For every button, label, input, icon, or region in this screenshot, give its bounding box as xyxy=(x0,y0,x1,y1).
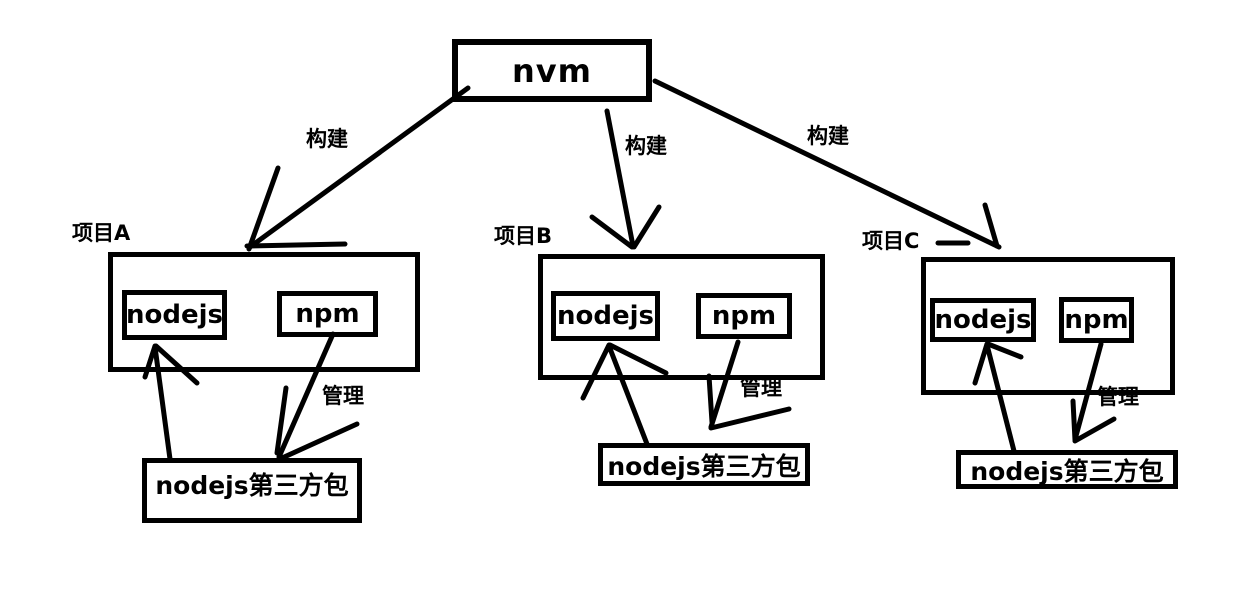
build-label-project-b: 构建 xyxy=(625,134,667,158)
manage-label-project-a: 管理 xyxy=(322,384,364,408)
arrow-nvm-to-project-a xyxy=(244,85,471,252)
project-a-package-box: nodejs第三方包 xyxy=(142,458,362,523)
build-label-project-a: 构建 xyxy=(306,127,348,151)
project-c-package-box: nodejs第三方包 xyxy=(956,450,1178,489)
project-b-title: 项目B xyxy=(494,224,553,248)
project-b-npm-label: npm xyxy=(711,301,777,331)
project-a-npm-box: npm xyxy=(277,291,378,337)
project-b-nodejs-box: nodejs xyxy=(551,291,660,341)
arrow-nvm-to-project-b xyxy=(589,108,662,250)
project-b-nodejs-label: nodejs xyxy=(556,301,654,331)
project-c-title: 项目C xyxy=(862,229,920,253)
project-c-npm-label: npm xyxy=(1064,305,1129,335)
project-c-package-label: nodejs第三方包 xyxy=(970,456,1164,486)
project-a-nodejs-box: nodejs xyxy=(122,290,227,340)
project-b-package-label: nodejs第三方包 xyxy=(607,451,801,481)
project-b-npm-box: npm xyxy=(696,293,792,339)
project-a-package-label: nodejs第三方包 xyxy=(155,471,349,500)
project-a-nodejs-label: nodejs xyxy=(126,300,224,330)
project-c-nodejs-label: nodejs xyxy=(934,305,1032,335)
arrow-nvm-to-project-c xyxy=(652,78,1002,250)
project-c-nodejs-box: nodejs xyxy=(930,298,1036,342)
project-a-npm-label: npm xyxy=(295,299,360,329)
nvm-box: nvm xyxy=(452,39,652,102)
project-a-title: 项目A xyxy=(72,221,131,245)
project-c-npm-box: npm xyxy=(1059,297,1134,343)
manage-label-project-c: 管理 xyxy=(1097,385,1139,409)
nvm-label: nvm xyxy=(512,51,592,90)
build-label-project-c: 构建 xyxy=(807,124,849,148)
project-b-package-box: nodejs第三方包 xyxy=(598,443,810,486)
manage-label-project-b: 管理 xyxy=(740,376,782,400)
